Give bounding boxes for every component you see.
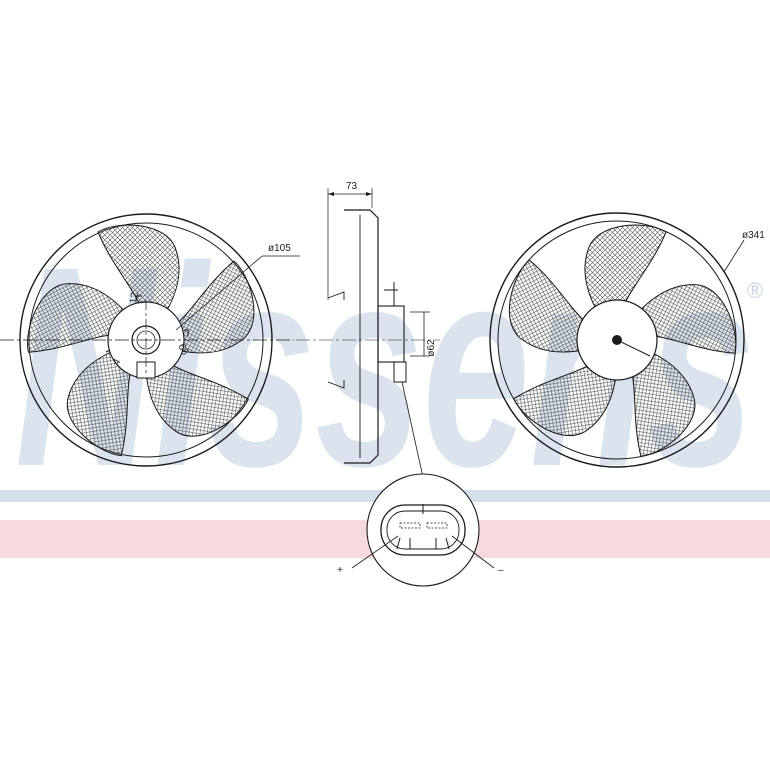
- rear-shroud-outer: [489, 212, 745, 468]
- side-motor: [377, 305, 405, 363]
- fan-blade: [27, 283, 148, 353]
- watermark-registered: ®: [747, 278, 763, 303]
- connector-pin-plus: [399, 522, 421, 529]
- side-connector: [393, 361, 407, 383]
- plus-terminal-label: +: [337, 565, 343, 576]
- connector-detail-circle: [366, 473, 480, 587]
- fan-diameter-label: ø341: [742, 230, 765, 241]
- hub-mark-left: 4: [111, 357, 124, 368]
- side-blade-edge: [327, 291, 345, 389]
- rear-hub-leader: [616, 339, 651, 357]
- connector-pin-minus: [426, 522, 448, 529]
- minus-leader: [451, 535, 495, 569]
- fan-front-view: 12 68 4 ø105: [0, 213, 300, 467]
- connector-leader-line: [401, 381, 425, 483]
- hub-diameter-leader: [175, 255, 263, 331]
- fan-blade: [615, 284, 737, 354]
- minus-terminal-label: –: [498, 565, 504, 576]
- motor-diameter-label: ø62: [426, 339, 437, 357]
- plus-leader: [351, 535, 399, 569]
- fan-blade: [513, 338, 618, 436]
- fan-blade: [144, 338, 249, 437]
- depth-label: 73: [346, 181, 358, 192]
- hub-mount-tabs: [105, 295, 189, 353]
- connector-ribs: [396, 504, 450, 550]
- hub-mark-right: 68: [175, 342, 190, 358]
- fan-diameter-leader: [723, 239, 745, 273]
- connector-detail: + –: [337, 473, 504, 587]
- fan-side-view: 73 ø62: [296, 181, 440, 483]
- fan-rear-view: ø341: [489, 212, 765, 468]
- hub-diameter-label: ø105: [268, 243, 291, 254]
- hub-mark-top: 12: [128, 291, 141, 304]
